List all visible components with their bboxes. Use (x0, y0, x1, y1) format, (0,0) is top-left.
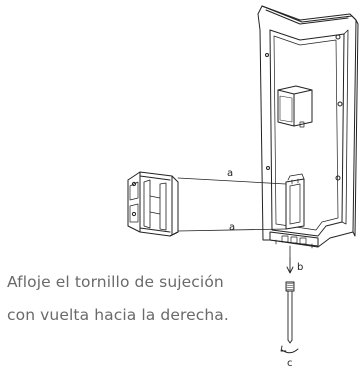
screw-hole-mid-upper (337, 101, 343, 107)
screw-hole-top (335, 34, 341, 40)
label-c: c (287, 358, 293, 369)
device-front-face (257, 5, 357, 248)
bottom-terminals (269, 231, 319, 249)
caption-line-1: Afloje el tornillo de sujeción (7, 273, 224, 291)
caption-line-2: con vuelta hacia la derecha. (7, 306, 229, 324)
guide-line-a-lower (177, 228, 287, 232)
top-module-box (277, 85, 313, 128)
bracket-hole-top (131, 181, 137, 187)
label-a-upper: a (227, 168, 233, 179)
bracket-hole-bottom (131, 211, 137, 217)
screw-hole-mid-lower (335, 175, 341, 181)
label-a-lower: a (229, 222, 235, 233)
device-top-rim (261, 5, 357, 21)
bottom-mount-slot (285, 173, 305, 230)
bracket-back-plate (127, 171, 179, 237)
retaining-screw (280, 245, 299, 354)
guide-line-a-upper (177, 177, 287, 185)
label-b: b (297, 262, 303, 273)
device-side (352, 19, 359, 237)
device-panel (257, 5, 359, 249)
wall-bracket (127, 171, 179, 237)
